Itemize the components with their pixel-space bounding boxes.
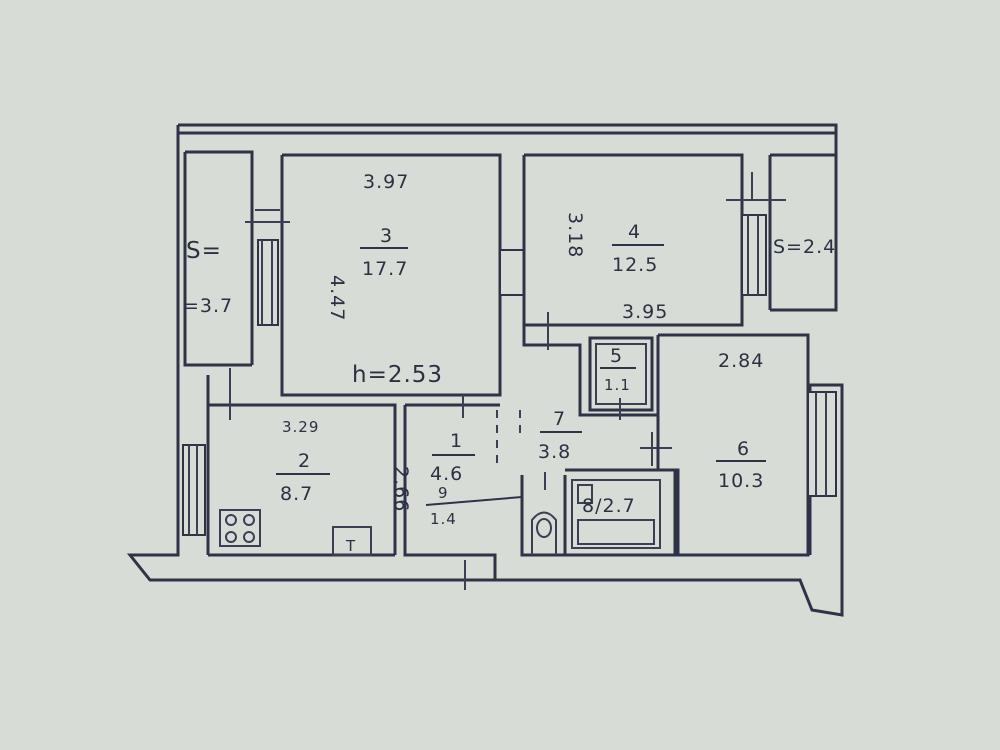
room-6: 2.84 6 10.3 <box>656 333 837 557</box>
room6-area: 10.3 <box>718 470 764 492</box>
room7-area: 3.8 <box>538 441 571 463</box>
room2-number: 2 <box>298 450 311 472</box>
room2-area: 8.7 <box>280 483 313 505</box>
room5-area: 1.1 <box>604 376 631 394</box>
toilet-room <box>520 472 567 557</box>
room2-width: 3.29 <box>282 418 319 436</box>
outer-walls <box>126 123 844 617</box>
room6-number: 6 <box>737 438 750 460</box>
room3-area: 17.7 <box>362 258 408 280</box>
room4-width: 3.95 <box>622 301 668 323</box>
window <box>182 444 206 536</box>
window <box>741 214 767 296</box>
room9-number: 9 <box>438 484 449 502</box>
sink-icon: T <box>332 526 372 556</box>
bathtub-icon <box>571 479 661 549</box>
room2-length: 2.66 <box>390 466 412 512</box>
room3-number: 3 <box>380 225 393 247</box>
room1-number: 1 <box>450 430 463 452</box>
room-4: 3.18 4 12.5 3.95 <box>522 153 786 327</box>
ceiling-height: h=2.53 <box>352 362 443 388</box>
room-9: 9 1.4 <box>425 484 523 528</box>
room-3: 3.97 4.47 3 17.7 h=2.53 <box>245 153 525 397</box>
room3-length: 4.47 <box>326 275 348 321</box>
room9-area: 1.4 <box>430 510 457 528</box>
room-8: 8/2.7 <box>565 468 680 557</box>
window <box>807 391 837 497</box>
right-balcony: S=2.4 <box>768 153 836 310</box>
room8-label: 8/2.7 <box>582 495 636 517</box>
room-5: 5 1.1 <box>588 336 654 420</box>
room-7: 7 3.8 <box>538 408 672 466</box>
room7-number: 7 <box>553 408 566 430</box>
stove-icon <box>219 509 261 547</box>
room4-length: 3.18 <box>564 212 586 258</box>
left-balcony-label-bottom: =3.7 <box>183 295 233 317</box>
sink-label: T <box>345 537 356 555</box>
room-1: 1 4.6 <box>430 395 475 590</box>
left-balcony: S= =3.7 <box>183 150 254 367</box>
room4-number: 4 <box>628 221 641 243</box>
door-opening <box>499 249 525 296</box>
room6-width: 2.84 <box>718 350 764 372</box>
right-balcony-label: S=2.4 <box>773 236 836 258</box>
room3-width: 3.97 <box>363 171 409 193</box>
room1-area: 4.6 <box>430 463 463 485</box>
left-balcony-label-top: S= <box>186 238 222 264</box>
room-2: 3.29 2.66 2 8.7 T <box>182 418 412 556</box>
toilet-icon <box>531 511 557 555</box>
room4-area: 12.5 <box>612 254 658 276</box>
room5-number: 5 <box>610 345 623 367</box>
